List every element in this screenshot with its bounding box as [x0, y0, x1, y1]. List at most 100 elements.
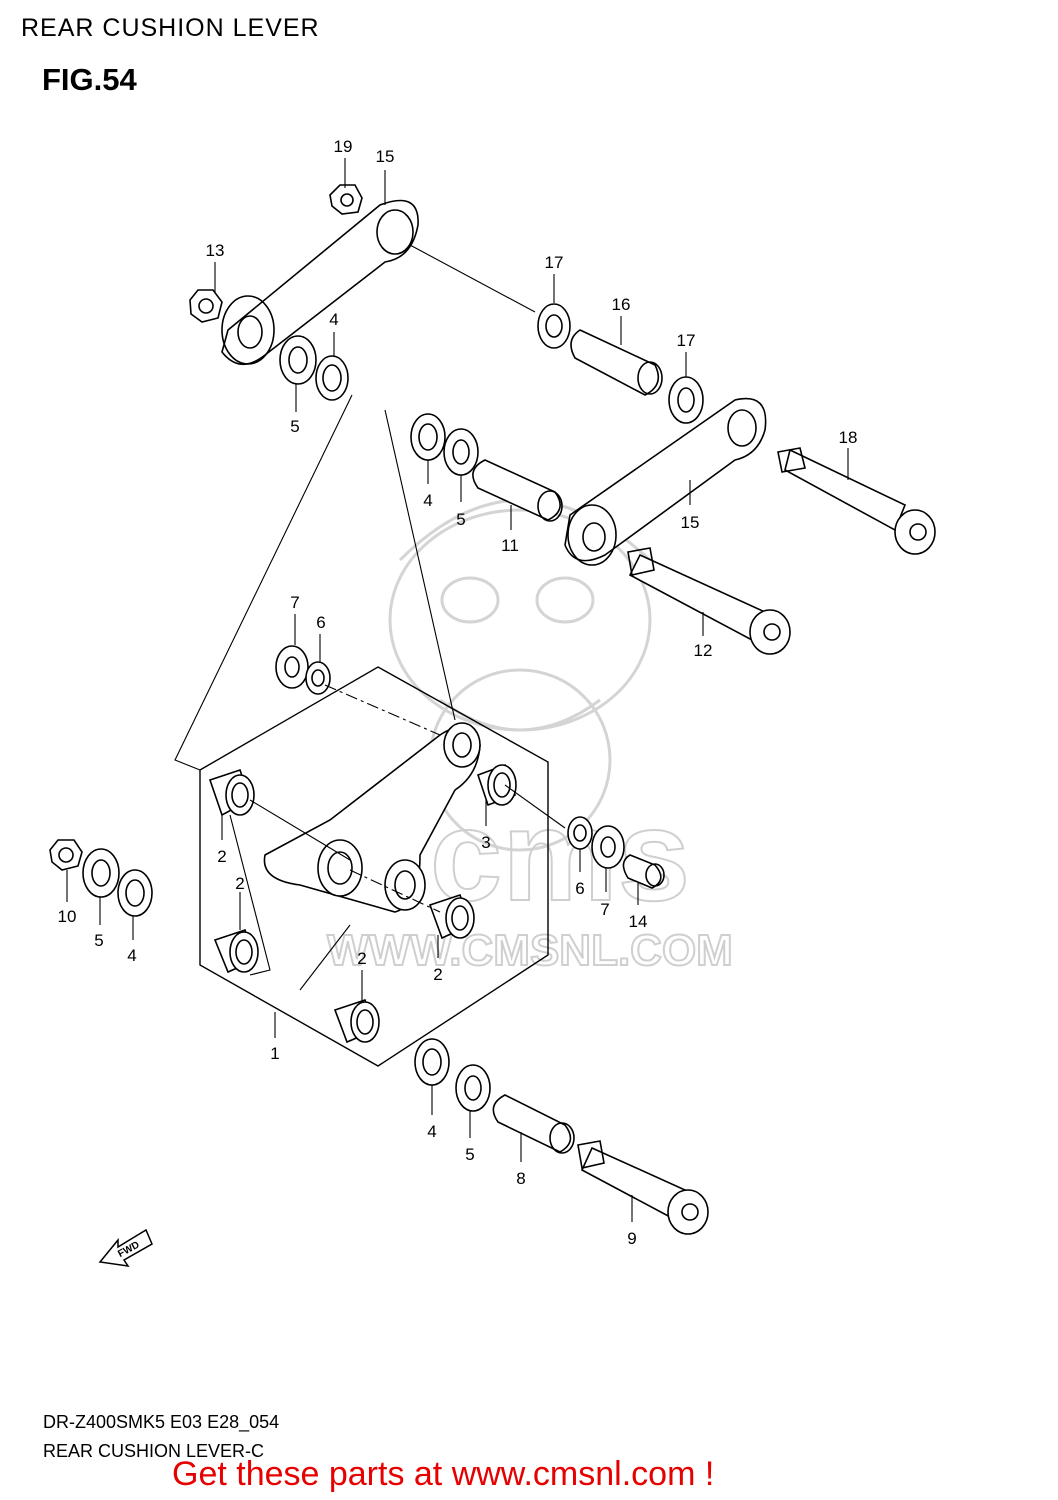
callout-5-left: 5: [94, 897, 104, 950]
callout-1: 1: [270, 1012, 280, 1063]
washer-7-right: [591, 825, 625, 869]
svg-text:5: 5: [94, 931, 103, 950]
callout-9: 9: [627, 1195, 637, 1248]
sleeve-14: [622, 854, 665, 889]
svg-text:11: 11: [501, 536, 519, 555]
svg-text:4: 4: [423, 491, 432, 510]
callout-18: 18: [839, 428, 858, 480]
washer-4-mid: [410, 413, 446, 461]
callout-15-upper: 15: [376, 147, 395, 205]
svg-text:14: 14: [629, 912, 648, 931]
washer-17-upper: [537, 303, 571, 349]
callout-11: 11: [501, 505, 519, 555]
svg-text:4: 4: [329, 310, 338, 329]
callout-4-left: 4: [127, 916, 137, 965]
sleeve-8: [492, 1094, 575, 1154]
bolt-18: [777, 447, 936, 555]
callout-6-left: 6: [316, 613, 326, 662]
callout-2-bottom: 2: [357, 949, 367, 1002]
assembly-lines: [174, 244, 566, 991]
callout-5-bottom: 5: [465, 1111, 475, 1164]
bolt-12: [627, 547, 791, 655]
nut-19: [329, 184, 363, 215]
link-rod-lower: [564, 397, 767, 566]
svg-text:2: 2: [235, 874, 244, 893]
callout-15-lower: 15: [681, 480, 700, 532]
svg-text:18: 18: [839, 428, 858, 447]
svg-text:1: 1: [270, 1044, 279, 1063]
svg-text:16: 16: [612, 295, 631, 314]
svg-text:15: 15: [681, 513, 700, 532]
callout-5-upper: 5: [290, 384, 300, 436]
callout-8: 8: [516, 1132, 526, 1188]
callout-3: 3: [481, 800, 491, 852]
callouts: 19 15 13 17 16 17 4 5 18 4 5 11 15 7 6 1…: [58, 137, 858, 1248]
washer-7-left: [275, 645, 309, 689]
svg-text:8: 8: [516, 1169, 525, 1188]
callout-17-upper: 17: [545, 253, 564, 303]
svg-text:9: 9: [627, 1229, 636, 1248]
svg-text:19: 19: [334, 137, 353, 156]
svg-text:10: 10: [58, 907, 77, 926]
callout-4-upper: 4: [329, 310, 339, 356]
callout-6-right: 6: [575, 849, 585, 898]
bearing-2-bottom-left: [213, 928, 259, 974]
callout-14: 14: [629, 883, 648, 931]
page-title: REAR CUSHION LEVER: [21, 14, 320, 42]
callout-13: 13: [206, 241, 225, 292]
cushion-lever-1: [263, 722, 481, 913]
callout-7-right: 7: [600, 868, 610, 919]
callout-17-lower: 17: [677, 331, 695, 377]
diagram-name: REAR CUSHION LEVER-C: [43, 1441, 265, 1461]
bearing-3: [476, 763, 517, 807]
svg-text:2: 2: [433, 965, 442, 984]
svg-text:7: 7: [290, 593, 299, 612]
bolt-9: [577, 1140, 709, 1235]
figure-label: FIG.54: [42, 62, 137, 97]
svg-text:2: 2: [357, 949, 366, 968]
callout-12: 12: [694, 612, 713, 660]
svg-text:5: 5: [456, 510, 465, 529]
bearing-2-bottom: [333, 998, 380, 1044]
svg-text:2: 2: [217, 847, 226, 866]
cta-link[interactable]: Get these parts at www.cmsnl.com !: [172, 1455, 715, 1493]
callout-10: 10: [58, 870, 77, 926]
callout-7-left: 7: [290, 593, 300, 645]
svg-text:5: 5: [290, 417, 299, 436]
washer-5-mid: [443, 428, 479, 476]
callout-4-mid: 4: [423, 460, 433, 510]
callout-4-bottom: 4: [427, 1085, 437, 1141]
seal-6-left: [305, 661, 331, 695]
nut-13: [189, 289, 223, 323]
seal-4-bottom: [414, 1038, 450, 1086]
svg-text:15: 15: [376, 147, 395, 166]
washer-5-left: [82, 848, 120, 898]
watermark-site: WWW.CMSNL.COM: [327, 926, 733, 975]
bearing-2-top-left: [208, 768, 255, 817]
svg-text:13: 13: [206, 241, 225, 260]
fwd-arrow-icon: FWD: [98, 1228, 153, 1267]
svg-text:4: 4: [427, 1122, 436, 1141]
svg-text:7: 7: [600, 900, 609, 919]
svg-text:17: 17: [545, 253, 564, 272]
svg-text:3: 3: [481, 833, 490, 852]
seal-4-left: [117, 869, 153, 917]
callout-2-top-left: 2: [217, 815, 227, 866]
watermark-brand: cms: [430, 782, 690, 928]
svg-text:12: 12: [694, 641, 713, 660]
svg-text:6: 6: [575, 879, 584, 898]
callout-19: 19: [334, 137, 353, 188]
lever-assembly-frame: [199, 666, 549, 1067]
seal-4-upper: [315, 355, 349, 401]
callout-5-mid: 5: [456, 475, 466, 529]
sleeve-11: [472, 459, 563, 522]
washer-17-lower: [668, 376, 704, 424]
sleeve-16: [570, 329, 663, 396]
svg-text:6: 6: [316, 613, 325, 632]
washer-5-upper: [279, 335, 317, 385]
diagram-code: DR-Z400SMK5 E03 E28_054: [43, 1412, 280, 1432]
nut-10: [49, 839, 83, 871]
bearing-2-right: [428, 893, 475, 940]
svg-text:4: 4: [127, 946, 136, 965]
